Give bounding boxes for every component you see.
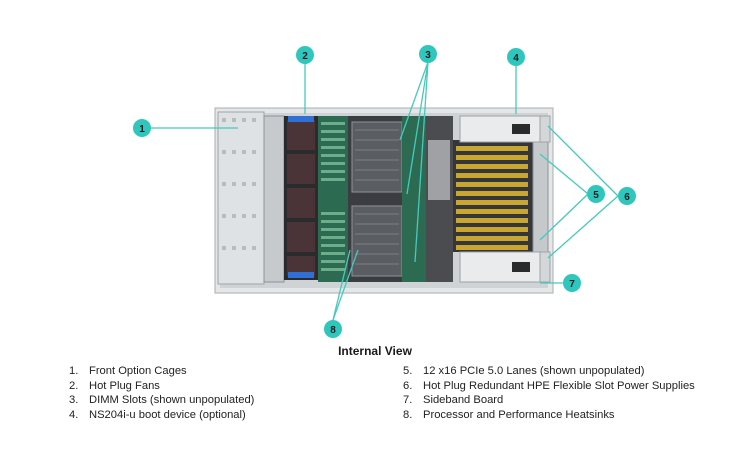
callout-5: 5: [587, 185, 605, 203]
front-option-cages: [217, 111, 285, 285]
legend-list-right: 5. 12 x16 PCIe 5.0 Lanes (shown unpopulat…: [403, 364, 695, 422]
callout-2-label: 2: [302, 51, 308, 62]
legend-item: 6. Hot Plug Redundant HPE Flexible Slot P…: [403, 379, 695, 394]
legend-item-text: Sideband Board: [423, 394, 504, 406]
callout-2: 2: [296, 46, 314, 64]
legend-item-text: Hot Plug Redundant HPE Flexible Slot Pow…: [423, 379, 695, 392]
callout-7: 7: [563, 274, 581, 292]
legend-item: 2. Hot Plug Fans: [69, 379, 254, 394]
legend-item-number: 6.: [403, 379, 413, 392]
legend-item-number: 2.: [69, 379, 79, 392]
callout-5-label: 5: [593, 190, 599, 201]
legend-item-number: 7.: [403, 394, 413, 406]
callout-7-label: 7: [569, 279, 575, 290]
hot-plug-fans: [284, 116, 318, 280]
legend-item-text: Front Option Cages: [89, 365, 187, 377]
callout-4: 4: [507, 48, 525, 66]
legend-item-number: 1.: [69, 365, 79, 377]
diagram-caption: Internal View: [338, 344, 412, 358]
legend-item: 4. NS204i-u boot device (optional): [69, 408, 254, 423]
legend-item: 3. DIMM Slots (shown unpopulated): [69, 393, 254, 408]
legend-item-text: Processor and Performance Heatsinks: [423, 408, 615, 421]
legend-item-number: 4.: [69, 408, 79, 421]
callout-8-label: 8: [330, 325, 336, 336]
callout-6: 6: [618, 187, 636, 205]
legend-item: 1. Front Option Cages: [69, 364, 254, 379]
callout-3-label: 3: [425, 50, 431, 61]
callout-3: 3: [419, 45, 437, 63]
pcie-riser-area: [453, 139, 549, 253]
callout-6-label: 6: [624, 192, 630, 203]
callout-1: 1: [133, 119, 151, 137]
motherboard: [318, 116, 453, 282]
power-supplies: [459, 115, 551, 283]
legend-item-number: 3.: [69, 394, 79, 406]
callout-4-label: 4: [513, 53, 519, 64]
legend-item-number: 5.: [403, 365, 413, 377]
server-internal-view-diagram: 1 2 3 4 5 6 7 8: [133, 45, 636, 338]
legend-item: 7. Sideband Board: [403, 393, 695, 408]
legend-item-number: 8.: [403, 408, 413, 421]
callout-1-label: 1: [139, 124, 145, 135]
legend-item-text: Hot Plug Fans: [89, 379, 160, 392]
legend-item-text: 12 x16 PCIe 5.0 Lanes (shown unpopulated…: [423, 365, 645, 377]
callout-8: 8: [324, 320, 342, 338]
legend-item: 5. 12 x16 PCIe 5.0 Lanes (shown unpopulat…: [403, 364, 695, 379]
legend-list-left: 1. Front Option Cages 2. Hot Plug Fans 3. D…: [69, 364, 254, 422]
legend-item-text: NS204i-u boot device (optional): [89, 408, 246, 421]
legend-item-text: DIMM Slots (shown unpopulated): [89, 394, 255, 406]
leader-lines: [150, 61, 619, 321]
legend-item: 8. Processor and Performance Heatsinks: [403, 408, 695, 423]
